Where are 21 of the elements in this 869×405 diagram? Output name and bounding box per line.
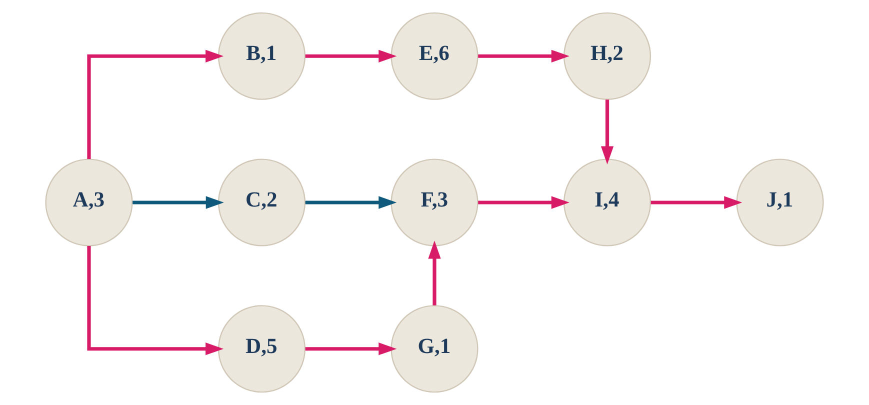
arrow — [478, 50, 570, 62]
node-circle: J,1 — [736, 158, 824, 246]
arrow — [87, 246, 224, 356]
node-circle: I,4 — [563, 158, 652, 246]
node-circle: E,6 — [390, 12, 478, 100]
node-circle: C,2 — [218, 158, 306, 246]
node-circle: F,3 — [390, 158, 478, 246]
node-circle: B,1 — [218, 12, 306, 100]
arrow — [305, 342, 397, 356]
arrow — [478, 196, 570, 209]
node-circle: H,2 — [563, 12, 652, 100]
arrow — [305, 196, 397, 209]
arrow — [650, 196, 742, 209]
arrow — [305, 50, 397, 62]
node-circle: A,3 — [45, 158, 133, 246]
node-circle: D,5 — [218, 305, 306, 393]
arrow — [87, 50, 224, 159]
arrow — [428, 240, 441, 306]
node-circle: G,1 — [390, 305, 478, 393]
arrow — [132, 196, 224, 209]
arrow — [600, 100, 614, 164]
